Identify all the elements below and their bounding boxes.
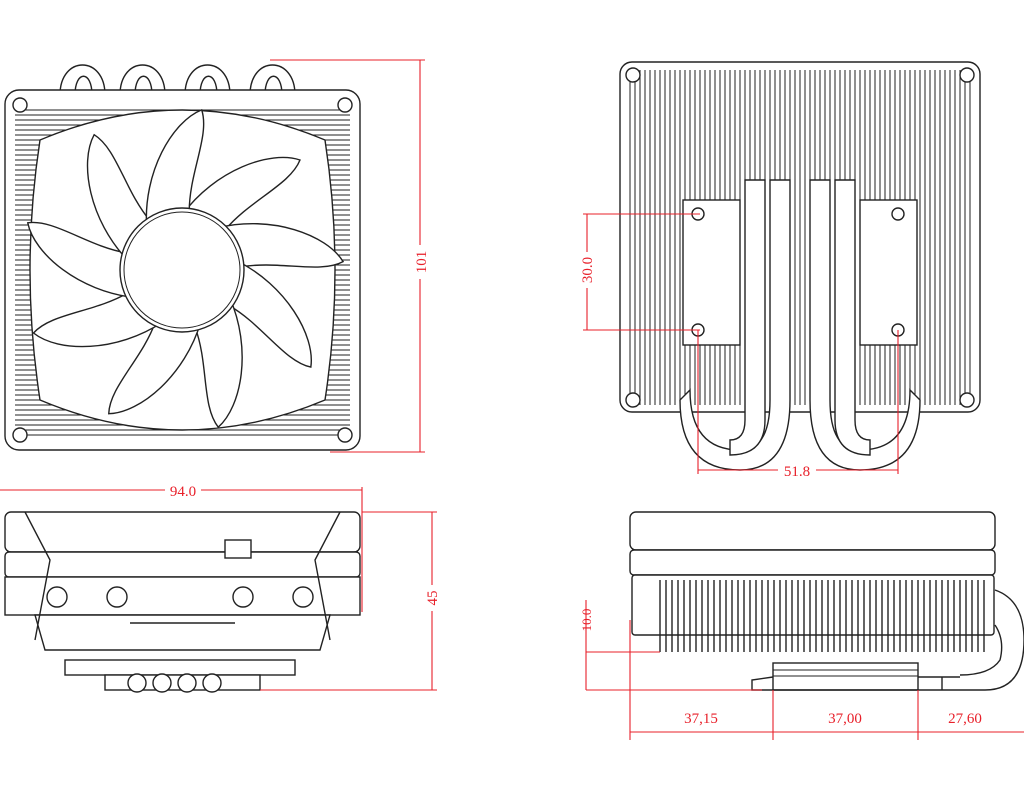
dim-hole-51-8: 51.8 xyxy=(784,464,810,480)
side-view xyxy=(4,511,361,693)
dim-hole-30: 30.0 xyxy=(580,257,596,283)
fan-blade xyxy=(145,108,205,229)
side-screws xyxy=(46,586,314,608)
dim-height-45: 45 xyxy=(425,591,441,606)
side-view-offset xyxy=(629,511,1024,691)
fan-side xyxy=(4,511,361,553)
heatpipe-ends xyxy=(127,673,222,693)
fan-blade xyxy=(32,292,165,348)
fan-blade xyxy=(26,221,136,299)
dim-offset-right: 27,60 xyxy=(948,711,982,727)
fan-blade xyxy=(216,222,345,268)
front-view-fan xyxy=(4,64,361,451)
dimension-labels: 101 94.0 45 30.0 51.8 10.0 37,15 37,00 2… xyxy=(165,245,982,727)
heatpipe-loops xyxy=(59,64,296,96)
mount-bracket-left xyxy=(682,199,741,346)
dim-height-101: 101 xyxy=(414,251,430,274)
mount-bracket-right xyxy=(859,199,918,346)
dim-clearance-10: 10.0 xyxy=(579,609,594,632)
mounting-screws xyxy=(12,97,353,443)
fan-blade xyxy=(228,259,312,368)
mounting-screws-rear xyxy=(625,67,975,408)
fan-hub xyxy=(119,207,245,333)
heatsink-fins-side xyxy=(659,580,985,652)
fan-blade xyxy=(86,133,151,262)
dim-offset-left: 37,15 xyxy=(684,711,718,727)
dim-base-width: 37,00 xyxy=(828,711,862,727)
rear-view-mount xyxy=(619,61,981,471)
dim-width-94: 94.0 xyxy=(170,484,196,500)
fan-side-2 xyxy=(629,511,996,551)
fan-blade xyxy=(108,320,202,415)
fan-blades xyxy=(26,108,345,429)
fan-blade xyxy=(194,296,243,429)
fan-blade xyxy=(180,156,301,231)
heatpipes-rear xyxy=(679,179,921,471)
